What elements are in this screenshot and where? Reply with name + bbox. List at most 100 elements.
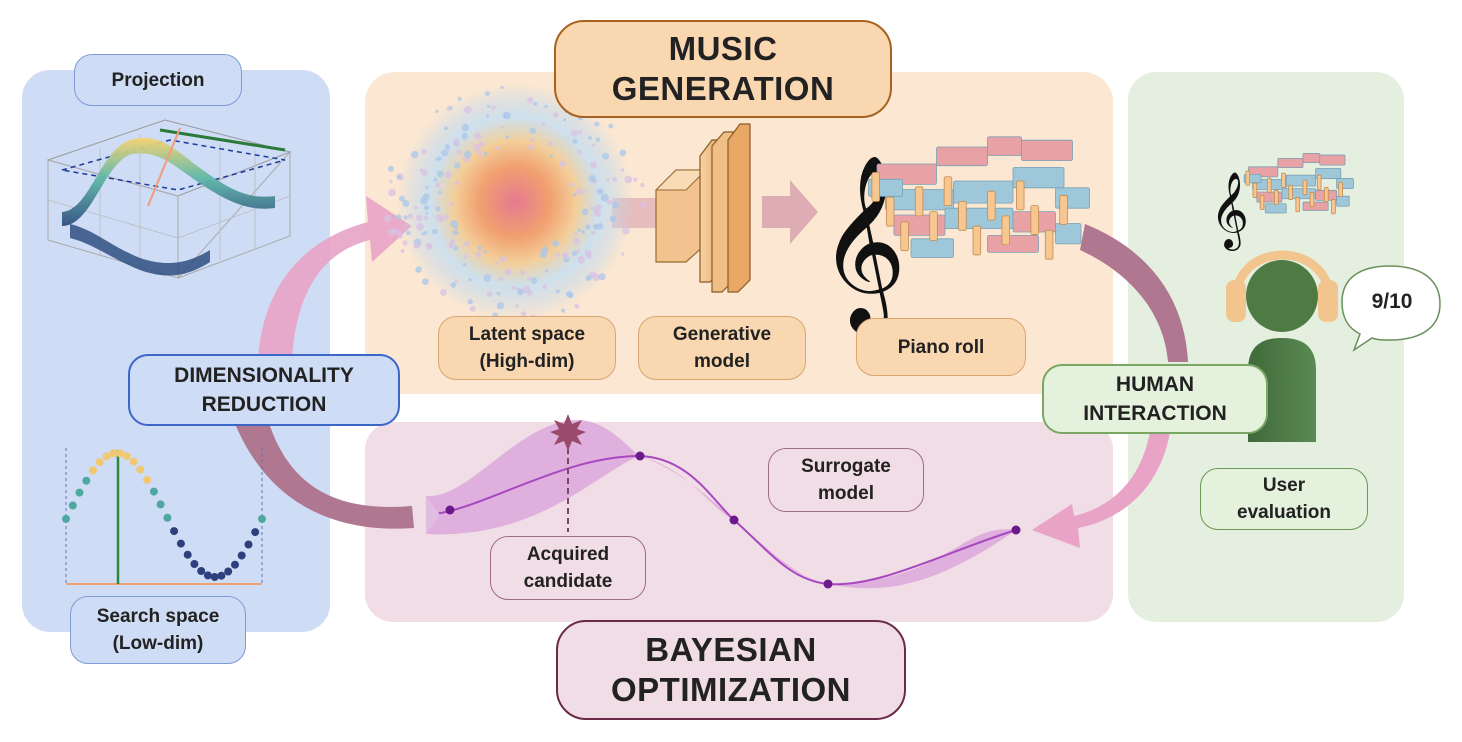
latent-speck [469,305,476,312]
piano-note [958,200,967,231]
latent-speck [521,311,527,317]
piano-note [1324,186,1329,203]
sine-dot [156,500,165,509]
latent-speck [423,205,430,211]
latent-speck [529,127,536,134]
latent-speck [563,118,567,122]
latent-speck [400,249,405,254]
latent-speck [585,224,591,230]
latent-speck [461,132,469,140]
observation-point [823,579,833,589]
latent-speck [600,193,609,202]
piano-roll-block [1264,203,1287,214]
latent-speck [577,129,582,135]
sine-dot [190,560,199,568]
latent-speck [549,154,554,158]
piano-note [871,172,880,202]
latent-speck [422,278,429,285]
latent-speck [432,228,438,235]
latent-speck [491,105,496,110]
latent-speck [444,171,452,179]
arrow-to-surrogate [1032,432,1170,548]
piano-roll-block [1336,195,1350,207]
latent-speck [570,129,578,137]
sine-dot [224,567,233,576]
latent-speck [572,250,578,256]
latent-speck [591,230,596,235]
observation-point [729,515,739,525]
arrow-from-piano-roll [1080,224,1188,362]
piano-roll-block [1302,201,1329,211]
sine-dot [122,452,131,461]
latent-speck [527,276,532,281]
latent-speck [454,225,459,230]
latent-speck [411,150,419,159]
latent-speck [486,291,493,297]
sine-dot [102,452,111,461]
latent-speck [437,156,443,161]
latent-speck [588,136,592,140]
piano-roll-block [1012,166,1065,189]
rating-value: 9/10 [1371,290,1413,313]
observation-point [445,505,455,515]
piano-roll-block [1055,223,1082,245]
listener-headphones-icon [1226,250,1338,442]
search-space-panel [22,70,330,632]
sine-dot [116,449,125,458]
latent-speck [592,224,598,229]
latent-speck [485,114,490,118]
sine-dot [197,567,206,575]
piano-note [1274,189,1279,206]
latent-speck [467,298,473,305]
latent-speck [421,169,428,176]
neural-network-icon [654,123,751,293]
piano-roll-label: Piano roll [856,318,1026,376]
latent-speck [542,123,546,127]
latent-speck [522,285,531,294]
latent-speck [541,246,549,254]
latent-speck [574,303,580,309]
piano-note [1252,182,1258,198]
latent-speck [421,232,425,236]
latent-speck [438,190,442,195]
latent-speck [454,162,461,169]
latent-speck [500,85,504,89]
latent-speck [606,199,612,205]
sine-dot [143,475,152,484]
arrow-generative-to-piano [762,180,818,244]
latent-speck [390,227,398,234]
latent-speck [435,206,441,212]
latent-speck [514,286,518,290]
sine-dot-plot-icon [62,448,266,585]
latent-speck [517,288,524,296]
piano-note [1309,192,1315,208]
latent-speck [402,240,408,246]
latent-speck [565,290,573,298]
piano-note [1316,174,1322,190]
latent-speck [520,270,525,276]
sine-dot [170,527,179,536]
latent-speck [474,132,482,140]
latent-speck [602,152,610,160]
latent-speck [403,215,408,220]
latent-speck [576,249,580,254]
latent-speck [527,97,534,104]
piano-note [1331,199,1336,215]
sine-dot [251,528,260,537]
piano-note [1245,170,1251,186]
latent-speck [407,213,414,219]
latent-speck [633,177,638,182]
sine-dot [163,513,172,522]
latent-speck [483,250,487,254]
piano-note [987,190,996,221]
latent-speck [572,138,578,144]
piano-roll-block [936,146,988,167]
latent-speck [559,160,566,167]
piano-roll-block [910,238,954,258]
human-interaction-label: HUMAN INTERACTION [1042,364,1268,434]
latent-speck [547,141,553,147]
latent-space-label: Latent space (High-dim) [438,316,616,380]
piano-roll-block [987,136,1022,156]
sine-dot [244,540,253,549]
gp-confidence-band [426,419,1016,589]
